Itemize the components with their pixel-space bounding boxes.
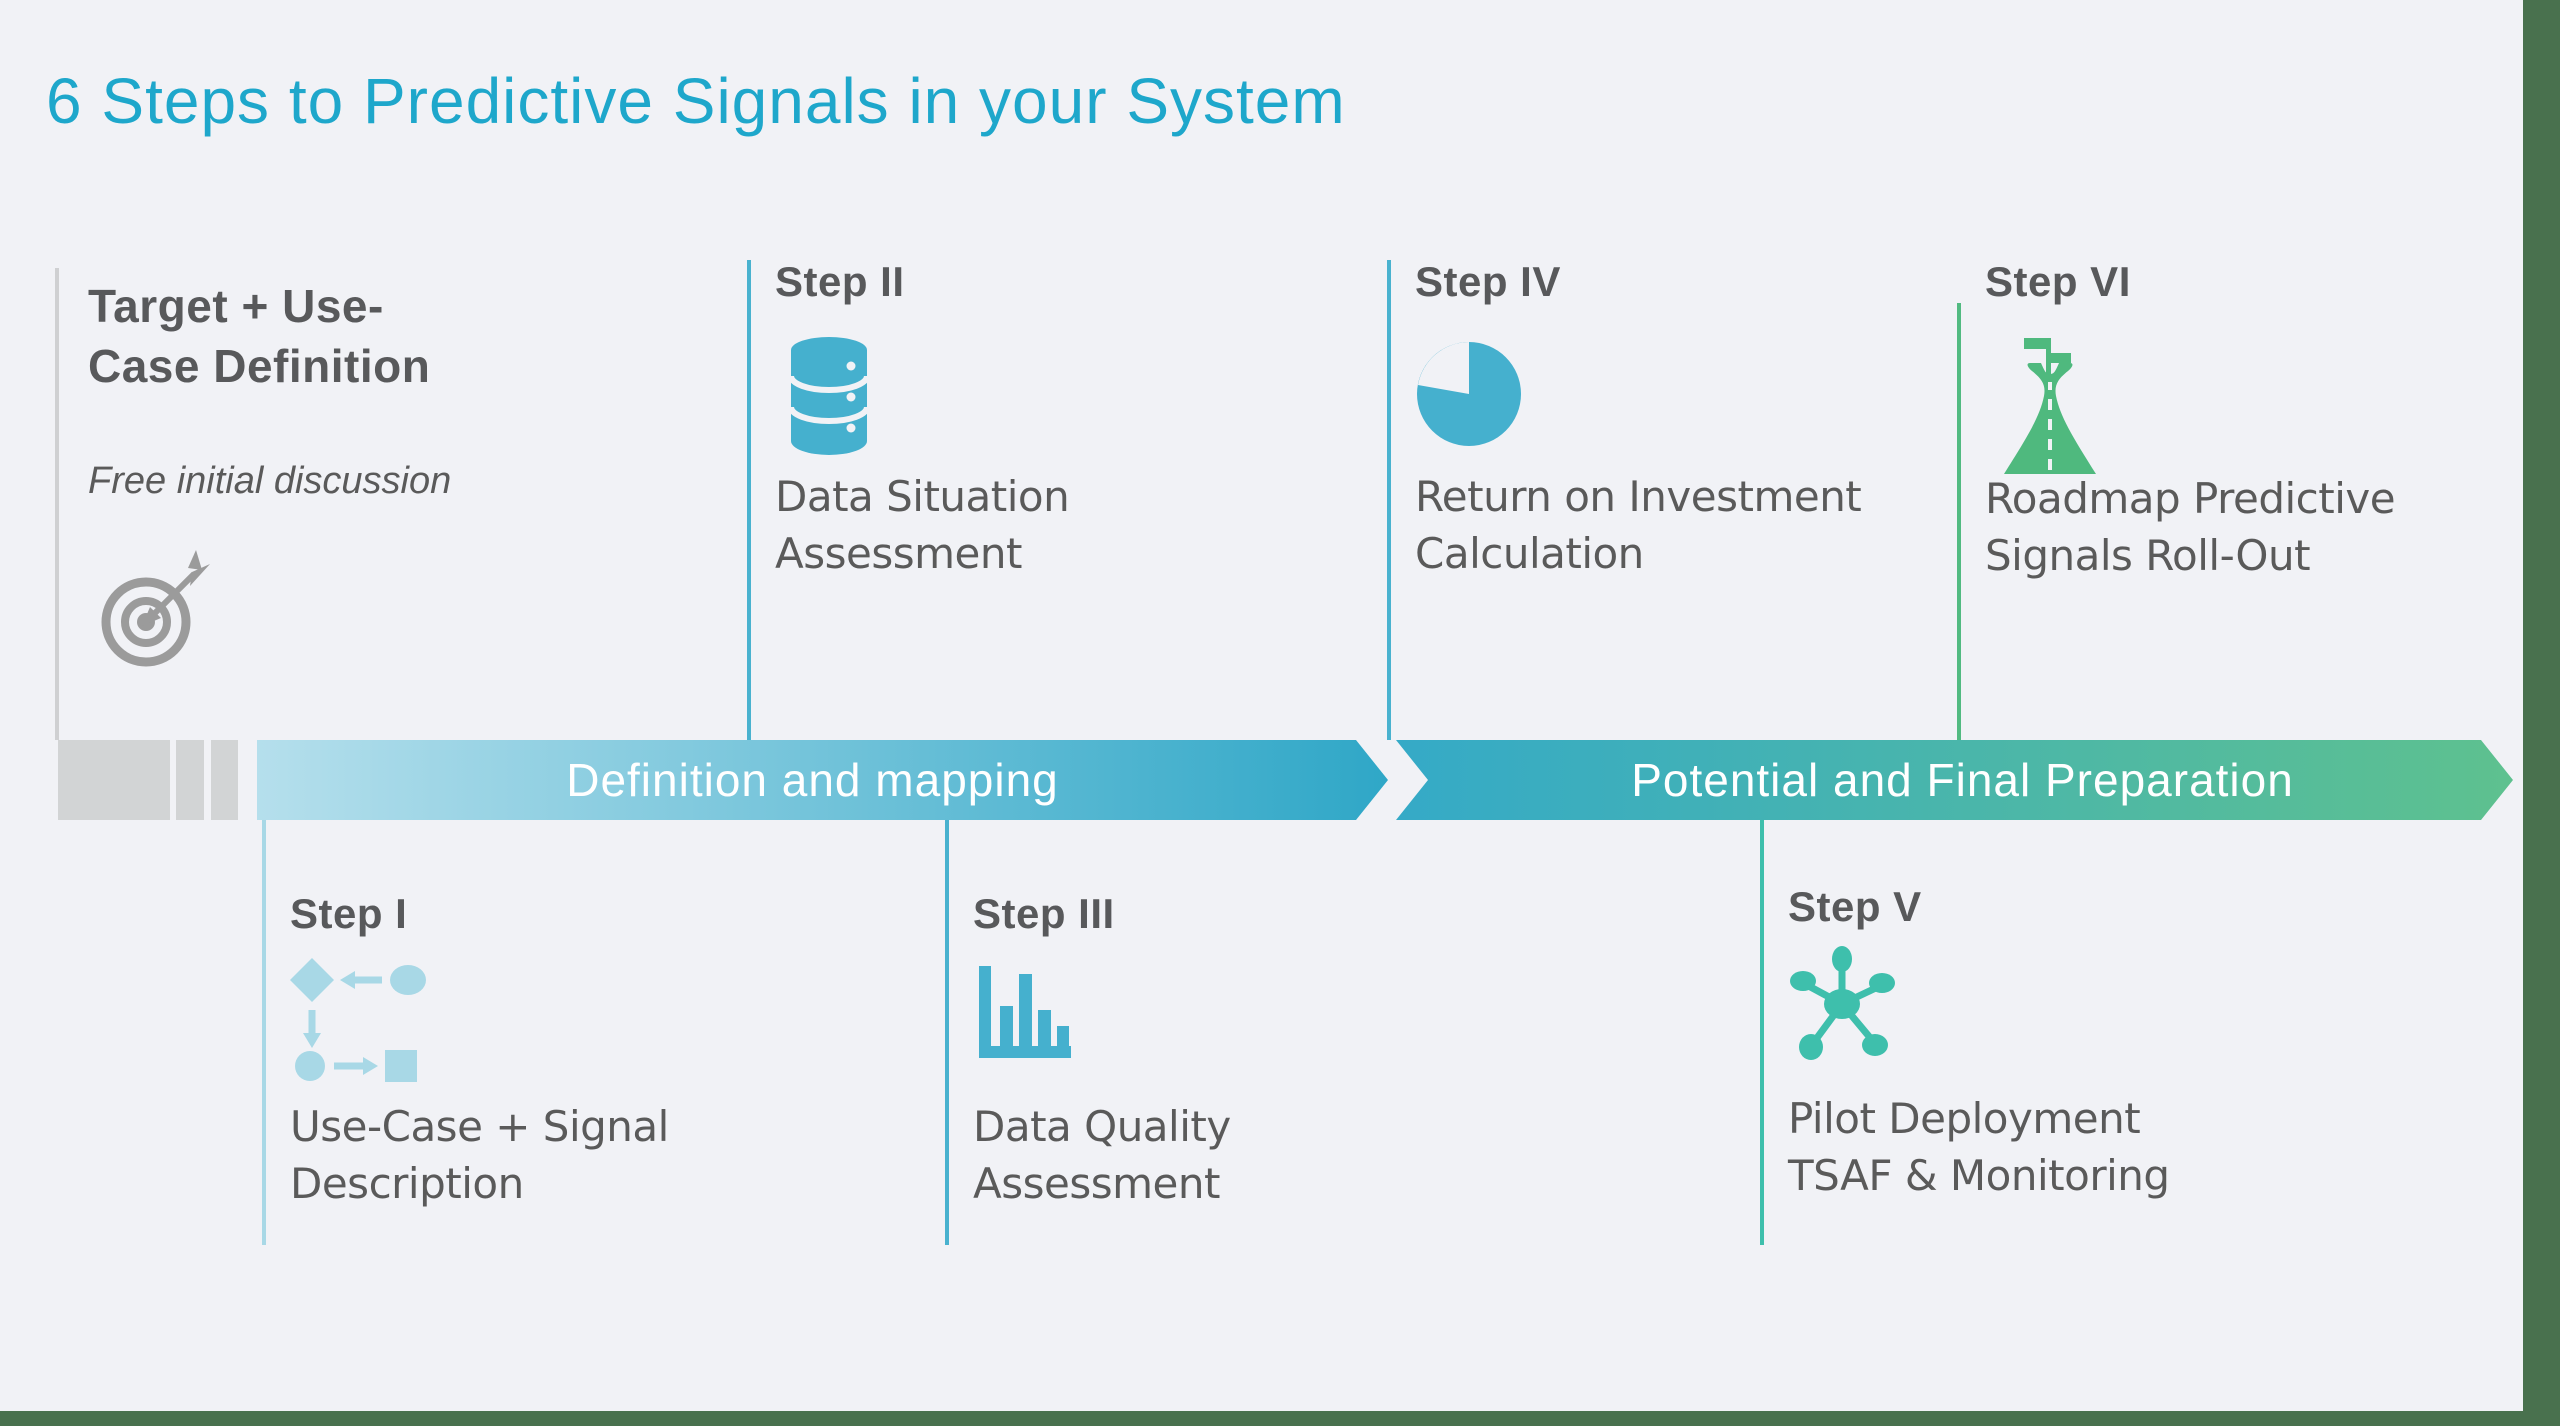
- step5-description: Pilot Deployment TSAF & Monitoring: [1788, 1094, 2170, 1200]
- timeline-gray-bar: [211, 740, 238, 820]
- right-border-bar: [2523, 0, 2560, 1426]
- target-subtitle: Free initial discussion: [88, 460, 452, 502]
- step1-connector-line: [262, 820, 266, 1245]
- step2-label: Step II: [775, 258, 905, 305]
- database-icon: [788, 337, 870, 455]
- step5-label: Step V: [1788, 883, 1922, 930]
- phase-banner-potential-and-final-preparation: Potential and Final Preparation: [1396, 740, 2513, 820]
- target-heading: Target + Use- Case Definition: [88, 280, 431, 392]
- bar-chart-icon: [979, 966, 1071, 1058]
- road-fork-icon: [2004, 338, 2096, 474]
- phase-banner-label: Definition and mapping: [566, 754, 1059, 806]
- timeline-gray-block: [58, 740, 170, 820]
- flowchart-icon: [290, 958, 426, 1082]
- target-connector-line: [55, 268, 59, 740]
- step5-connector-line: [1760, 820, 1764, 1245]
- step1-description: Use-Case + Signal Description: [290, 1102, 669, 1208]
- target-bullseye-icon: [101, 550, 210, 667]
- phase-banner-label: Potential and Final Preparation: [1631, 754, 2294, 806]
- step4-description: Return on Investment Calculation: [1415, 472, 1862, 578]
- bottom-border-bar: [0, 1411, 2560, 1426]
- step2-connector-line: [747, 260, 751, 740]
- step4-connector-line: [1387, 260, 1391, 740]
- step6-label: Step VI: [1985, 258, 2131, 305]
- step2-description: Data Situation Assessment: [775, 472, 1070, 578]
- step6-description: Roadmap Predictive Signals Roll-Out: [1985, 474, 2396, 580]
- network-icon: [1790, 946, 1895, 1060]
- step1-label: Step I: [290, 890, 408, 937]
- phase-banner-definition-and-mapping: Definition and mapping: [257, 740, 1388, 820]
- step4-label: Step IV: [1415, 258, 1561, 305]
- timeline-gray-bar: [176, 740, 204, 820]
- step3-description: Data Quality Assessment: [973, 1102, 1231, 1208]
- step3-label: Step III: [973, 890, 1115, 937]
- pie-chart-icon: [1417, 342, 1521, 446]
- step6-connector-line: [1957, 303, 1961, 740]
- step3-connector-line: [945, 820, 949, 1245]
- page-title: 6 Steps to Predictive Signals in your Sy…: [46, 65, 1346, 137]
